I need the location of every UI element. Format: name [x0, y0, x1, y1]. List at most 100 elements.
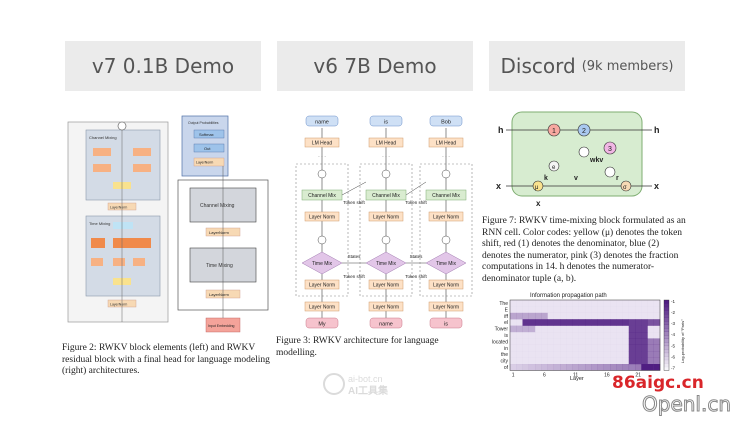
heatmap-cell [578, 344, 586, 352]
heatmap-cell [597, 300, 604, 307]
heatmap-cell [566, 306, 573, 313]
heatmap-cell [622, 312, 629, 320]
colorbar-step [664, 300, 669, 304]
v7-demo-button[interactable]: v7 0.1B Demo [65, 41, 261, 91]
heatmap-cell [572, 344, 579, 352]
heatmap-cell [535, 319, 542, 326]
heatmap-cell [647, 312, 654, 320]
fig3-tokenshift-label: Token shift [405, 200, 427, 205]
heatmap-cell [641, 300, 648, 307]
heatmap-cell [535, 306, 542, 313]
heatmap-cell [510, 357, 517, 365]
heatmap-cell [635, 351, 642, 358]
heatmap-cell [572, 312, 579, 320]
heatmap-cell [560, 338, 567, 345]
fig3-timemix-diamond [301, 251, 343, 275]
fig3-timemix-diamond [425, 251, 467, 275]
figure2-diagram: Channel Mixing LayerNorm Time Mixing Lay… [60, 108, 270, 338]
colorbar-step [664, 307, 669, 311]
colorbar-tick: -3 [671, 321, 675, 326]
heatmap-cell [610, 344, 617, 352]
v6-demo-button[interactable]: v6 7B Demo [277, 41, 473, 91]
heatmap-cell [591, 325, 598, 333]
heatmap-cell [547, 357, 554, 365]
colorbar-step [664, 349, 669, 354]
heatmap-row-label: in [504, 346, 508, 352]
heatmap-cell [528, 351, 536, 358]
colorbar-step [664, 303, 669, 308]
fig2-layernorm-d: LayerNorm [209, 230, 229, 235]
fig3-ln1-label: Layer Norm [433, 215, 459, 221]
heatmap-cell [578, 300, 586, 307]
figure7-diagram: h h x x x 1 2 3 e μ σ k v r wkv [492, 108, 672, 208]
heatmap-cell [647, 357, 654, 365]
fig3-states-label: States [348, 254, 362, 259]
fig3-add-circle [317, 169, 327, 179]
heatmap-cell [653, 300, 661, 307]
heatmap-cell [516, 338, 523, 345]
heatmap-cell [516, 319, 523, 326]
heatmap-cell [591, 319, 598, 326]
heatmap-cell [535, 344, 542, 352]
heatmap-cell [547, 300, 554, 307]
heatmap-cell [560, 357, 567, 365]
heatmap-cell [585, 300, 592, 307]
fig3-ln2-label: Layer Norm [309, 283, 335, 289]
heatmap-cell [560, 319, 567, 326]
heatmap-cell [628, 300, 636, 307]
fig3-add-circle [381, 169, 391, 179]
heatmap-cell [541, 300, 548, 307]
heatmap-cell [578, 364, 586, 371]
heatmap-cell [585, 306, 592, 313]
heatmap-cell [522, 306, 529, 313]
fig3-tokenshift-label-2: Token shift [343, 274, 365, 279]
heatmap-cell [585, 325, 592, 333]
heatmap-cell [628, 306, 636, 313]
colorbar-tick: -2 [671, 310, 675, 315]
discord-button[interactable]: Discord(9k members) [489, 41, 685, 91]
heatmap-cell [516, 312, 523, 320]
heatmap-cell [578, 338, 586, 345]
fig2-channel-mixing-r: Channel Mixing [200, 203, 235, 209]
heatmap-cell [578, 325, 586, 333]
heatmap-cell [528, 312, 536, 320]
colorbar-tick: -5 [671, 343, 675, 348]
fig3-ln3-label: Layer Norm [309, 305, 335, 311]
colorbar-step [664, 338, 669, 343]
heatmap-cell [553, 364, 561, 371]
heatmap-cell [553, 306, 561, 313]
heatmap-cell [610, 332, 617, 339]
colorbar-step [664, 324, 669, 329]
heatmap-cell [547, 312, 554, 320]
heatmap-cell [510, 306, 517, 313]
colorbar-label: Log-probability of "Paris" [680, 319, 685, 363]
openl-watermark: Openl.cn [641, 392, 732, 417]
heatmap-cell [510, 338, 517, 345]
fig3-output-box [369, 115, 403, 127]
heatmap-cell [603, 338, 611, 345]
colorbar-tick: -6 [671, 354, 675, 359]
heatmap-cell [653, 364, 661, 371]
fig3-states-label: States [410, 254, 424, 259]
heatmap-cell [603, 325, 611, 333]
heatmap-cell [647, 306, 654, 313]
fig3-ln2-label: Layer Norm [373, 283, 399, 289]
heatmap-cell [566, 325, 573, 333]
heatmap-cell [547, 319, 554, 326]
fig2-time-mixing-label: Time Mixing [89, 221, 110, 226]
heatmap-cell [553, 357, 561, 365]
heatmap-cell [572, 338, 579, 345]
discord-members-label: (9k members) [581, 58, 674, 74]
heatmap-cell [628, 357, 636, 365]
fig7-v: v [574, 175, 578, 182]
heatmap-cell [647, 325, 654, 333]
heatmap-cell [653, 312, 661, 320]
heatmap-cell [603, 312, 611, 320]
heatmap-cell [628, 351, 636, 358]
heatmap-cell [635, 344, 642, 352]
heatmap-cell [635, 357, 642, 365]
heatmap-cell [622, 351, 629, 358]
heatmap-cell [622, 344, 629, 352]
heatmap-x-tick: 11 [573, 372, 578, 378]
heatmap-cell [610, 338, 617, 345]
